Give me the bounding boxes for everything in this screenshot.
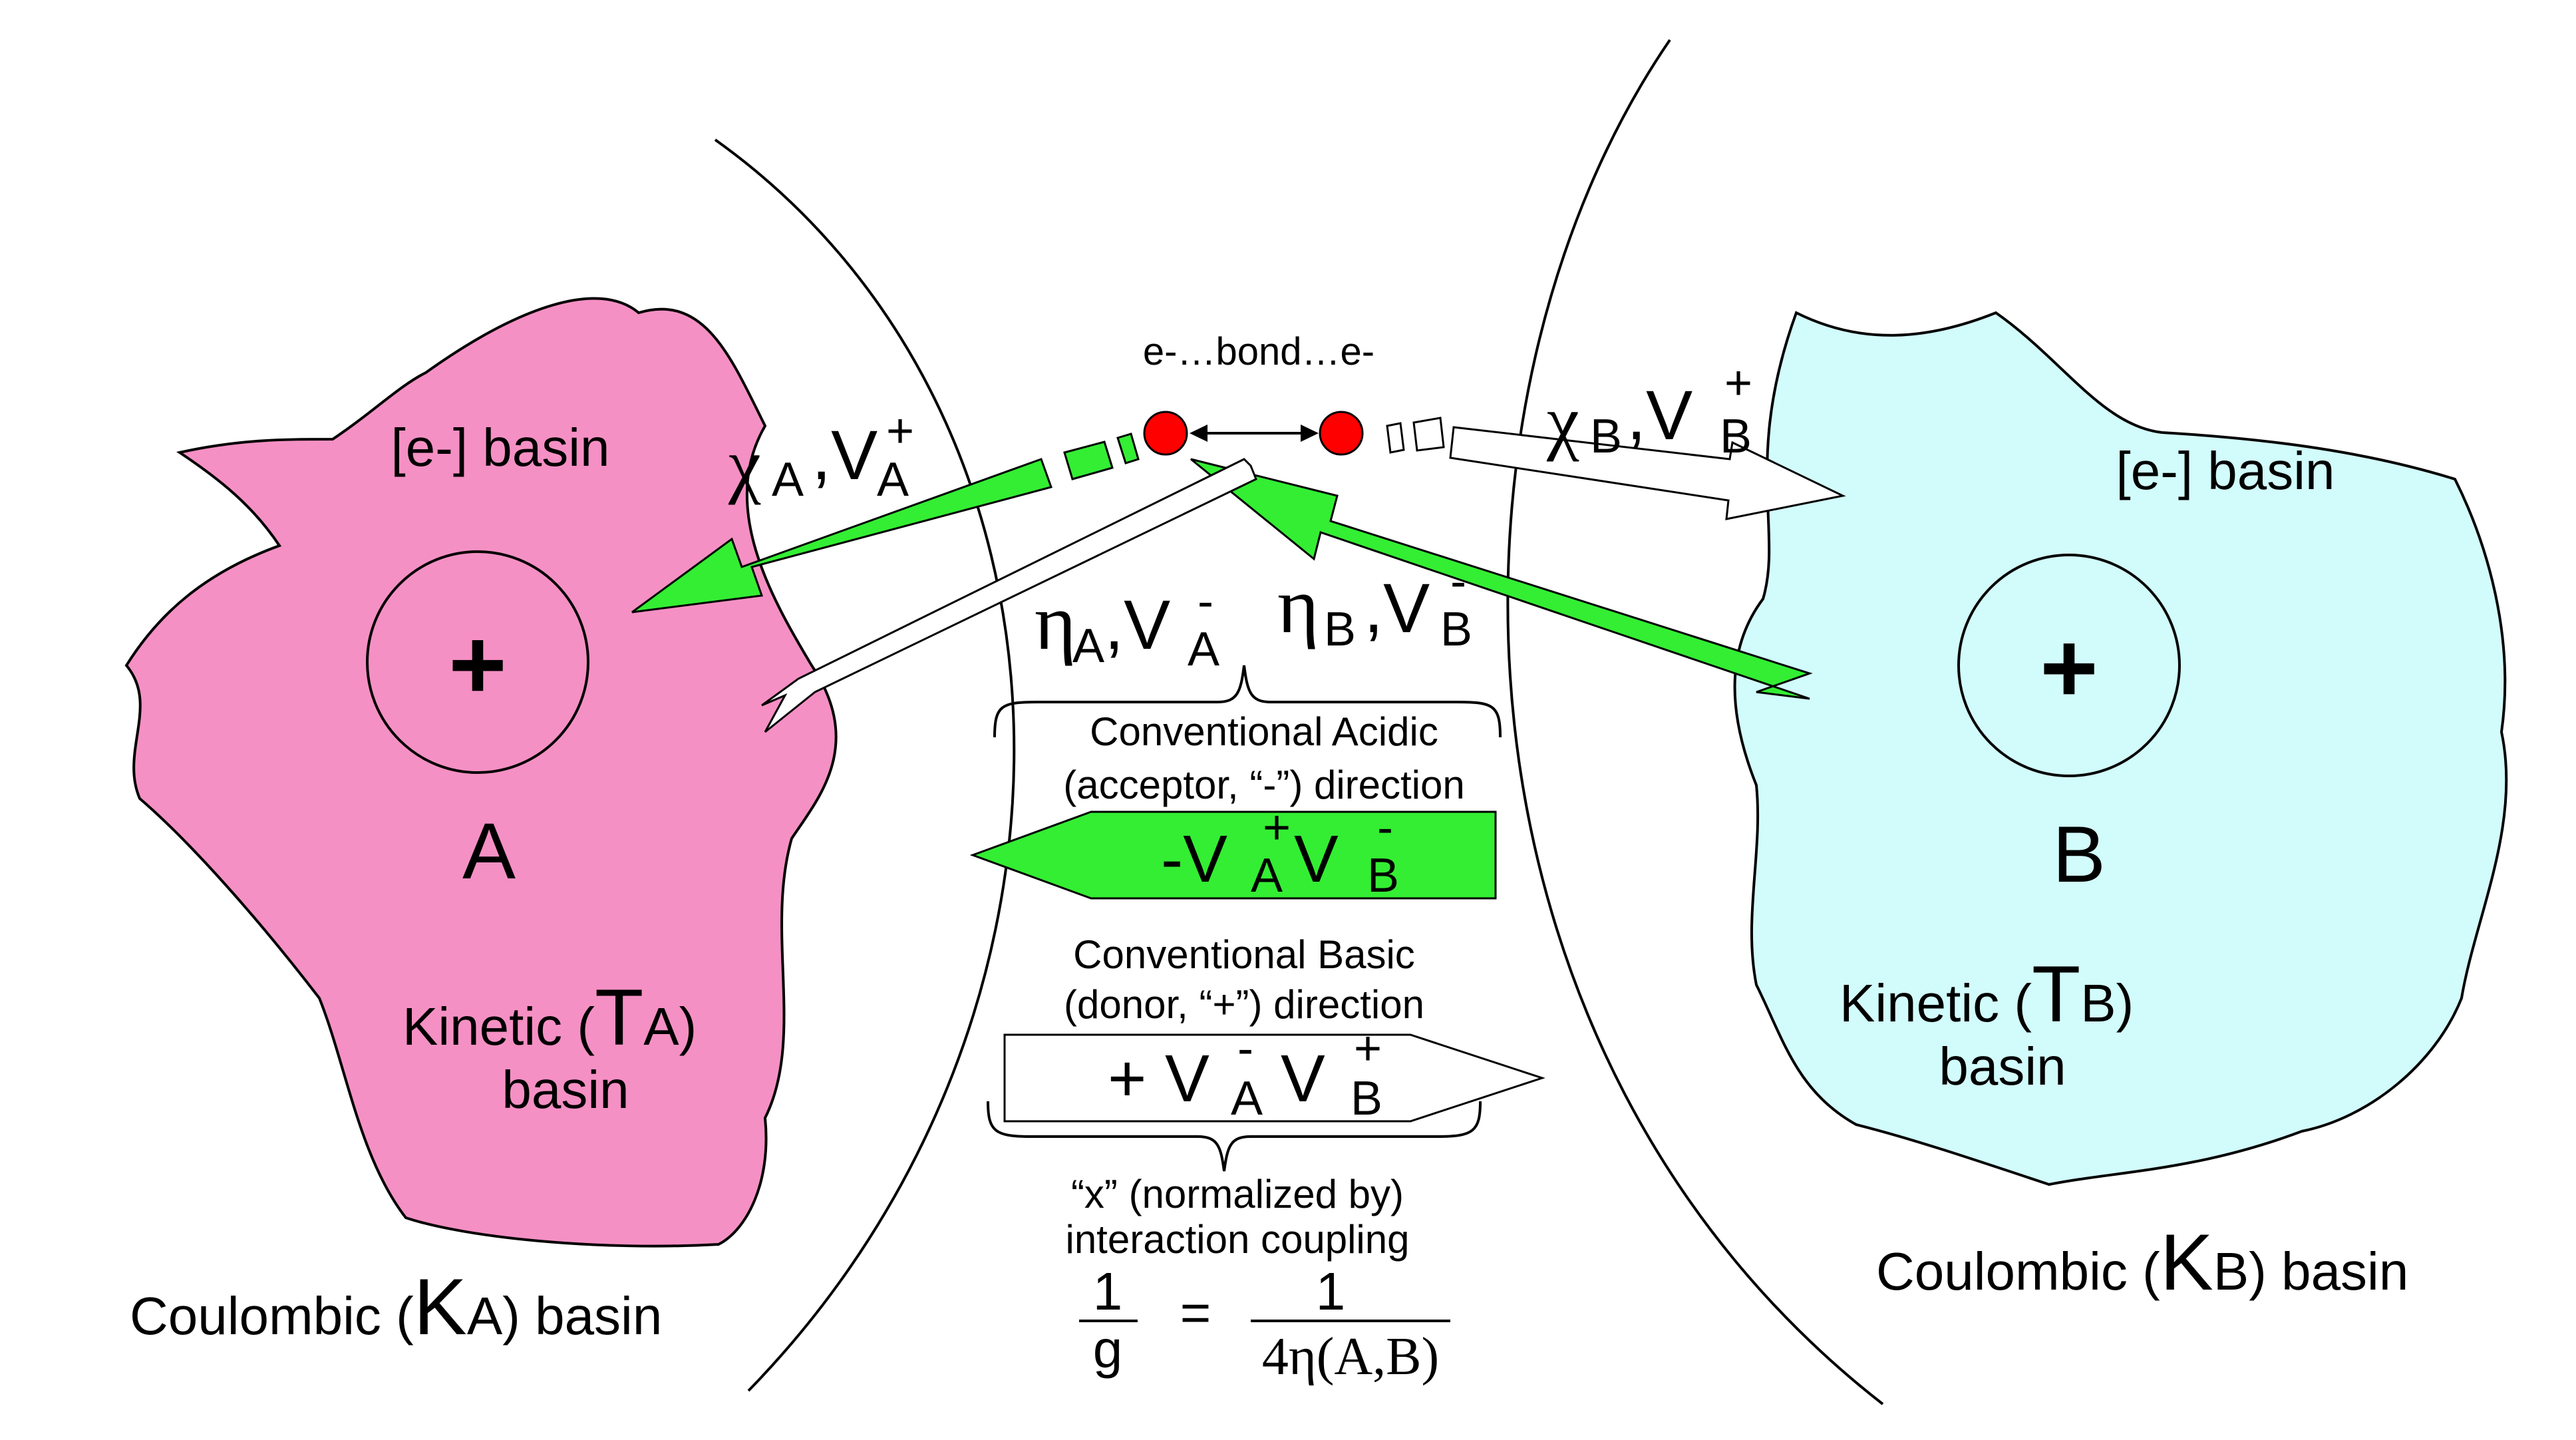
green-arrow-from-b <box>1190 458 1813 700</box>
svg-text:,V: ,V <box>1627 377 1692 454</box>
svg-text:B: B <box>1351 1072 1382 1125</box>
acidic-arrow <box>969 810 1497 900</box>
basin-a-kinetic-basin: basin <box>502 1060 629 1119</box>
basin-b-kinetic-basin: basin <box>1939 1037 2066 1096</box>
svg-text:-: - <box>1198 575 1213 628</box>
svg-text:1: 1 <box>1316 1262 1346 1321</box>
electron-link-head-left <box>1190 425 1208 442</box>
svg-text:-: - <box>1377 801 1393 854</box>
svg-text:B: B <box>1720 410 1752 463</box>
basin-b-kinetic: Kinetic (TB) <box>1840 950 2134 1039</box>
electron-link-head-right <box>1301 425 1319 442</box>
svg-text:A: A <box>877 453 909 506</box>
svg-text:g: g <box>1093 1320 1123 1379</box>
eta-b-label: η B ,V B - <box>1277 555 1472 656</box>
boundary-arc-right <box>1506 39 1884 1405</box>
basin-a-electron-label: [e-] basin <box>391 418 609 477</box>
basic-expression: + V A - V B + <box>1108 1022 1382 1125</box>
svg-text:B: B <box>1440 603 1472 656</box>
svg-text:A: A <box>1231 1072 1263 1125</box>
basin-b-electron-label: [e-] basin <box>2116 441 2334 500</box>
svg-text:B: B <box>1590 410 1622 463</box>
basin-a-letter: A <box>462 807 516 896</box>
electron-pair-label: e-…bond…e- <box>1143 330 1374 373</box>
basin-b-coulombic: Coulombic (KB) basin <box>1876 1218 2408 1307</box>
nucleus-b-plus: + <box>2040 612 2098 723</box>
coupling-line1: “x” (normalized by) <box>1071 1172 1404 1216</box>
lower-brace <box>987 1101 1482 1172</box>
eta-a-label: η A ,V A - <box>1035 575 1219 676</box>
chi-b-label: χ B ,V B + <box>1546 357 1752 463</box>
svg-text:A: A <box>1072 620 1104 673</box>
green-arrow-to-a <box>631 433 1140 614</box>
acidic-line2: (acceptor, “-”) direction <box>1063 763 1465 807</box>
svg-text:A: A <box>1188 623 1219 676</box>
svg-text:A: A <box>772 453 804 506</box>
svg-text:η: η <box>1277 561 1319 649</box>
electron-b <box>1319 411 1364 456</box>
svg-text:4η(A,B): 4η(A,B) <box>1262 1328 1439 1386</box>
nucleus-a-plus: + <box>448 608 507 720</box>
coupling-line2: interaction coupling <box>1065 1217 1409 1262</box>
basic-line2: (donor, “+”) direction <box>1064 982 1424 1027</box>
basic-arrow <box>1003 1033 1545 1123</box>
svg-text:-V: -V <box>1161 822 1227 896</box>
chi-a-label: χ A ,V A + <box>728 405 914 506</box>
svg-text:-: - <box>1450 555 1466 608</box>
white-arrow-to-a <box>761 458 1257 733</box>
acidic-line1: Conventional Acidic <box>1090 709 1438 754</box>
svg-text:+: + <box>886 405 914 458</box>
svg-text:+: + <box>1354 1022 1382 1075</box>
svg-text:+: + <box>1263 801 1291 854</box>
svg-text:A: A <box>1251 849 1283 902</box>
svg-text:B: B <box>1367 849 1399 902</box>
svg-text:1: 1 <box>1093 1262 1123 1321</box>
basin-a-kinetic: Kinetic (TA) <box>402 973 697 1062</box>
svg-text:η: η <box>1035 578 1076 666</box>
nucleus-a-circle <box>366 550 589 774</box>
basic-line1: Conventional Basic <box>1073 932 1415 977</box>
white-arrow-to-b <box>1386 417 1846 520</box>
electron-a <box>1143 411 1188 456</box>
acidic-expression: -V A + V B - <box>1161 801 1399 902</box>
svg-text:χ: χ <box>728 424 761 505</box>
svg-text:=: = <box>1180 1283 1211 1342</box>
nucleus-b-circle <box>1957 554 2181 777</box>
svg-text:-: - <box>1237 1022 1253 1075</box>
svg-text:V: V <box>1294 822 1339 896</box>
basin-a-coulombic: Coulombic (KA) basin <box>130 1262 662 1351</box>
svg-text:V: V <box>1281 1041 1325 1116</box>
coupling-formula: 1 g = 1 4η(A,B) <box>1079 1262 1450 1386</box>
boundary-arc-left <box>714 138 1016 1392</box>
svg-text:+: + <box>1724 357 1752 410</box>
basin-b-letter: B <box>2052 810 2106 899</box>
svg-text:B: B <box>1324 603 1356 656</box>
svg-text:+ V: + V <box>1108 1041 1209 1116</box>
basin-b-blob <box>1733 311 2508 1186</box>
svg-text:,V: ,V <box>1104 586 1170 664</box>
upper-brace <box>993 665 1502 738</box>
svg-text:,V: ,V <box>812 417 878 494</box>
svg-text:χ: χ <box>1546 381 1579 462</box>
svg-text:,V: ,V <box>1364 570 1430 647</box>
